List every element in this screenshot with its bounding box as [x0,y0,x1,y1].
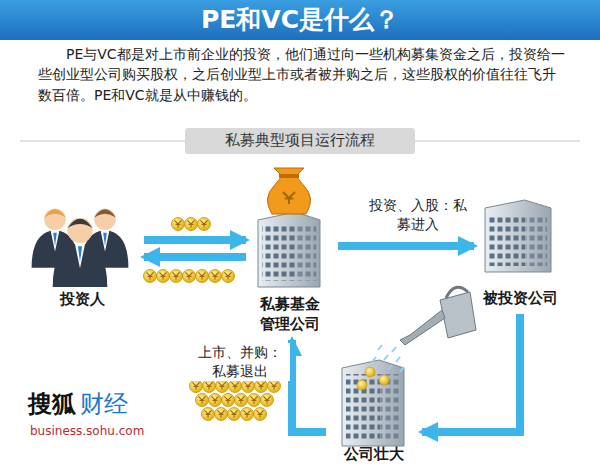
tab-bar [185,128,415,154]
falling-coin [365,367,375,377]
money-bag [267,168,310,214]
node-label: 公司壮大 [344,445,404,465]
node-label: 私募基金 管理公司 [253,295,328,334]
investee-building [485,200,551,272]
title: PE和VC是什么？ [0,3,600,37]
edge-label: 上市、并购：私募退出 [190,343,290,381]
coins-exit [196,394,274,407]
intro-paragraph: PE与VC都是对上市前企业的投资，他们通过向一些机构募集资金之后，投资给一些创业… [38,44,568,105]
flow-arrow [144,253,246,261]
watering-can [372,287,476,372]
flow-arrow [144,236,246,244]
process-node: 公司壮大 [328,338,420,468]
falling-coin [357,380,367,390]
fund-building [258,212,320,287]
process-node: 被投资公司 [470,190,570,312]
process-node: 私募基金 管理公司 [240,168,340,338]
coins-return [144,270,235,283]
node-label: 被投资公司 [483,289,558,309]
logo-text: 搜狐 [28,388,76,420]
coins-exit [202,408,267,421]
section-tab: 私募典型项目运行流程 [185,131,415,150]
falling-coin [379,375,389,385]
flow-arrow [422,314,520,432]
investors-icon [32,208,129,287]
logo-text: 财经 [80,388,128,420]
title-banner [0,0,600,40]
logo-url: business.sohu.com [30,424,144,438]
flow-arrow [292,340,326,432]
coins-exit [190,380,281,393]
company-building [342,360,404,446]
edge-label: 投资、入股：私募进入 [366,196,470,234]
coins-in [172,218,211,231]
flow-arrow [338,242,474,250]
process-node: 投资人 [22,195,142,313]
node-label: 投资人 [60,290,105,310]
